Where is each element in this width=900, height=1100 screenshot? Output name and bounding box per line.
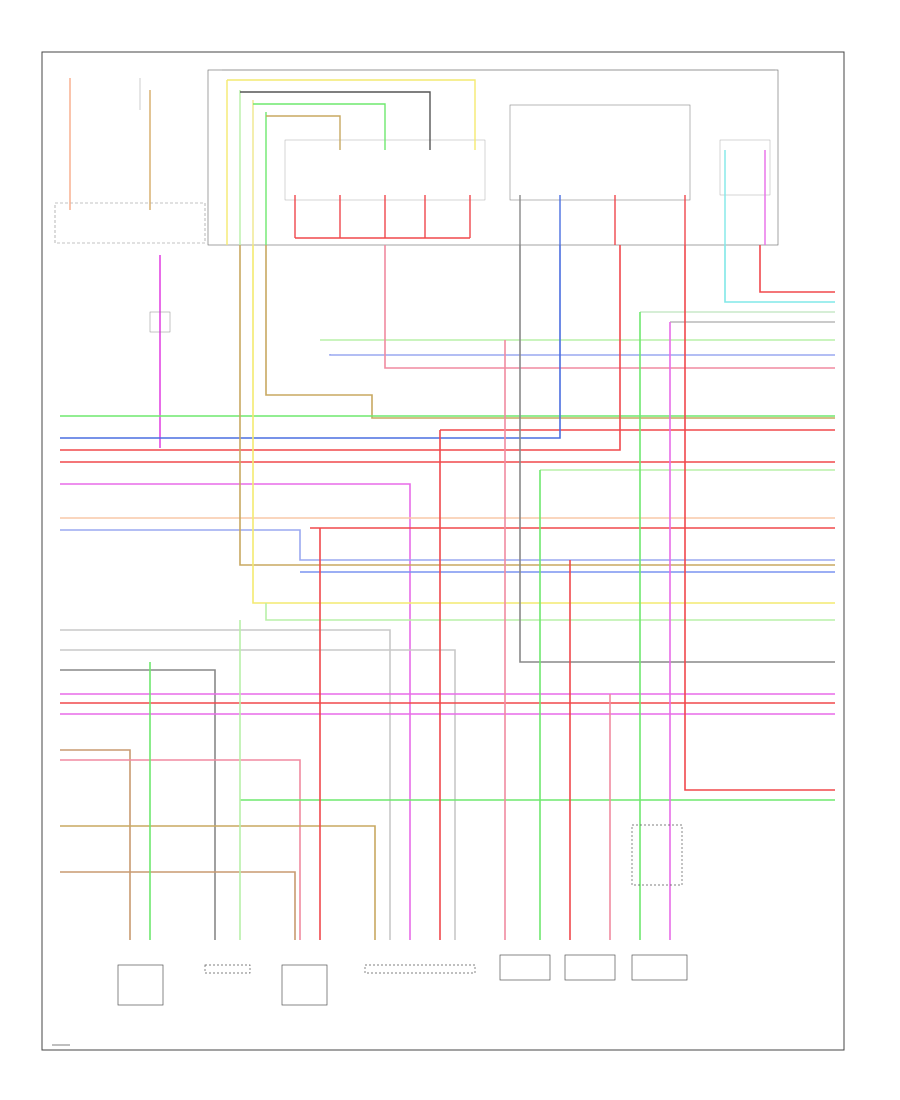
fuse-relay-block bbox=[54, 78, 206, 448]
harness-lines bbox=[60, 245, 835, 940]
module-sensor-stubs bbox=[226, 79, 766, 245]
bottom-components bbox=[117, 824, 688, 1006]
control-module-box bbox=[207, 69, 779, 246]
diagram-border bbox=[41, 51, 845, 1051]
